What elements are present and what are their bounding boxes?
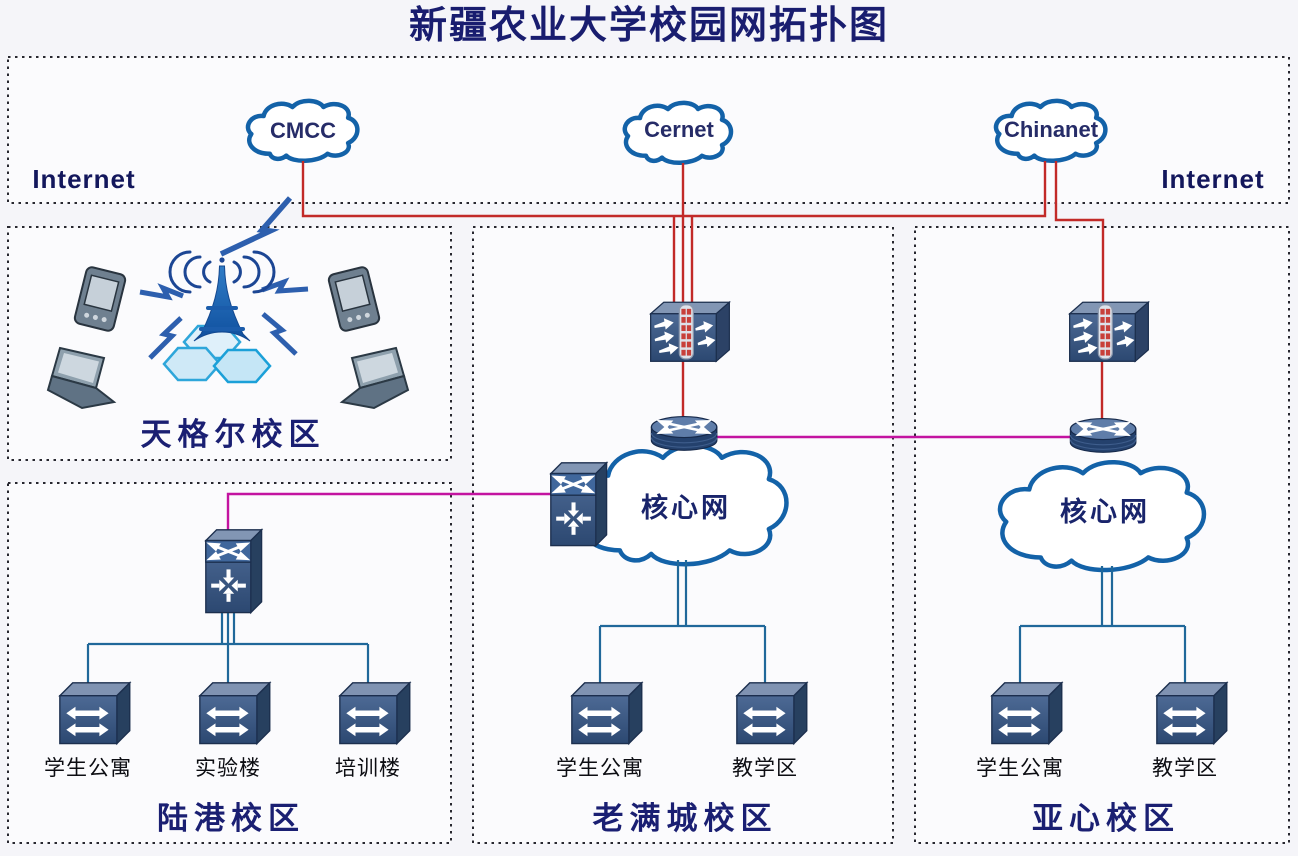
internet-label-right: Internet — [1161, 164, 1265, 194]
section-label-lugang: 陆港校区 — [157, 801, 305, 836]
switch-label-lugang-dorm: 学生公寓 — [44, 757, 132, 780]
switch-lugang-training-icon — [339, 682, 411, 745]
pda-right-icon — [327, 266, 381, 332]
router-yaxin-icon — [1068, 416, 1138, 454]
switch-label-yaxin-dorm: 学生公寓 — [976, 757, 1064, 780]
switch-label-laomancheng-dorm: 学生公寓 — [556, 757, 644, 780]
switch-label-lugang-lab: 实验楼 — [195, 757, 261, 780]
wireless-campus-group — [46, 250, 410, 410]
cloud-label-cmcc: CMCC — [270, 118, 336, 143]
router-laomancheng-icon — [649, 414, 719, 452]
switch-laomancheng-teaching-icon — [736, 682, 808, 745]
radio-tower-icon — [168, 250, 276, 342]
internet-label-left: Internet — [32, 164, 136, 194]
switch-label-laomancheng-teaching: 教学区 — [732, 757, 798, 780]
section-label-tianger: 天格尔校区 — [140, 417, 326, 452]
switch-laomancheng-dorm-icon — [571, 682, 643, 745]
wireless-uplink-bolt-icon — [219, 196, 293, 257]
hex-cell-front-icon — [212, 348, 272, 384]
switch-label-lugang-training: 培训楼 — [335, 757, 401, 780]
hex-cell-icons — [162, 324, 242, 382]
core-label-laomancheng: 核心网 — [641, 493, 731, 523]
switch-label-yaxin-teaching: 教学区 — [1152, 757, 1218, 780]
cloud-label-chinanet: Chinanet — [1003, 117, 1099, 142]
switch-lugang-dorm-icon — [59, 682, 131, 745]
firewall-yaxin-icon — [1069, 301, 1149, 362]
switch-yaxin-teaching-icon — [1156, 682, 1228, 745]
switch-lugang-lab-icon — [199, 682, 271, 745]
laptop-left-icon — [46, 346, 117, 410]
core-label-yaxin: 核心网 — [1060, 497, 1150, 527]
radio-waves-icon — [168, 250, 276, 294]
laptop-right-icon — [339, 346, 410, 410]
wan-links — [301, 161, 1105, 420]
page-title: 新疆农业大学校园网拓扑图 — [408, 5, 890, 47]
section-label-yaxin: 亚心校区 — [1032, 801, 1180, 836]
switch-yaxin-dorm-icon — [991, 682, 1063, 745]
lan-links — [86, 560, 1187, 684]
pda-left-icon — [73, 266, 127, 332]
section-label-laomancheng: 老满城校区 — [592, 801, 778, 836]
inter-campus-links — [226, 435, 1071, 531]
multilayer-switch-laomancheng-icon — [549, 461, 609, 548]
multilayer-switch-lugang-icon — [204, 528, 264, 615]
wireless-bolt-icons — [139, 277, 309, 360]
cloud-label-cernet: Cernet — [644, 117, 714, 142]
firewall-laomancheng-icon — [650, 301, 730, 362]
